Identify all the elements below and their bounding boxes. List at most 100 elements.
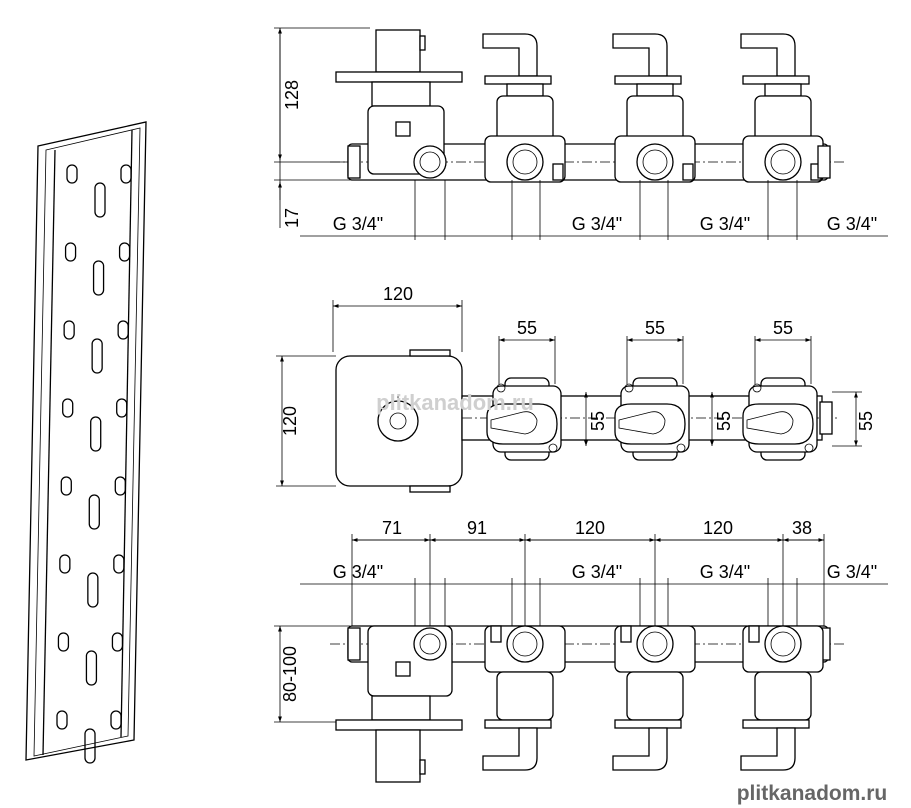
tap-lever xyxy=(742,403,814,445)
rail-slot xyxy=(90,416,102,452)
top-thread-label-3: G 3/4" xyxy=(700,214,750,234)
tap-port-inner xyxy=(770,631,796,657)
tap-nut xyxy=(490,625,502,643)
screw xyxy=(496,383,506,393)
tap-nut xyxy=(748,625,760,643)
rail-slot xyxy=(87,572,99,608)
rail-slot xyxy=(84,728,96,764)
rail-slot xyxy=(59,554,71,574)
tap-nut xyxy=(620,625,632,643)
rail-slot xyxy=(117,320,129,340)
rail-slot xyxy=(113,554,125,574)
tap-port xyxy=(506,143,544,181)
tap-port xyxy=(764,625,802,663)
rail-slot xyxy=(56,710,68,730)
tap-collar xyxy=(636,83,674,97)
bot-spacing-label-4: 120 xyxy=(703,518,733,538)
rail-slots xyxy=(56,164,132,764)
tap-body xyxy=(754,671,812,721)
bot-spacing-label-1: 71 xyxy=(382,518,402,538)
tap-rosette xyxy=(742,75,810,85)
tap-port xyxy=(636,625,674,663)
bot-spacing-label-3: 120 xyxy=(575,518,605,538)
mid-side-label-2: 55 xyxy=(714,411,734,431)
screw xyxy=(676,443,686,453)
tap-rosette xyxy=(484,75,552,85)
bot-thread-label-2: G 3/4" xyxy=(572,562,622,582)
bot-spacing-label-5: 38 xyxy=(792,518,812,538)
depth-label: 80-100 xyxy=(280,646,300,702)
rail-slot xyxy=(63,320,75,340)
top-view: 128 17 G 3/4" G 3/4" G 3/4" G 3/4" xyxy=(274,27,888,240)
rail-slot xyxy=(111,632,124,652)
rail-slot xyxy=(110,710,122,730)
screw xyxy=(548,443,558,453)
bot-thread-label-4: G 3/4" xyxy=(827,562,877,582)
screw xyxy=(752,383,762,393)
tap-lever xyxy=(486,403,558,445)
tap-port-inner xyxy=(512,631,538,657)
bottom-view: 71 91 120 120 38 G 3/4" G 3/4" G 3/4" G … xyxy=(274,518,888,783)
tap-handle xyxy=(612,727,668,771)
tap-lever-inner xyxy=(490,411,538,435)
tap-port-inner xyxy=(512,149,538,175)
bot-thread-label-3: G 3/4" xyxy=(700,562,750,582)
dim-17: 17 xyxy=(282,208,302,228)
tap-rosette xyxy=(614,75,682,85)
mid-spacing-label-3: 55 xyxy=(773,318,793,338)
tap-collar xyxy=(764,83,802,97)
mid-spacing-label-2: 55 xyxy=(645,318,665,338)
bot-spacing-label-2: 91 xyxy=(467,518,487,538)
middle-view: 120 120 55 55 55 55 55 55 plitkanadom.ru xyxy=(276,284,876,493)
top-thread-label-4: G 3/4" xyxy=(827,214,877,234)
mounting-rail xyxy=(25,121,147,764)
watermark-center: plitkanadom.ru xyxy=(376,390,534,415)
rail-slot xyxy=(114,476,126,496)
tap-port-inner xyxy=(642,149,668,175)
rail-slot xyxy=(60,476,72,496)
dim-128: 128 xyxy=(282,80,302,110)
tap-rosette xyxy=(614,719,682,729)
tap-rosette xyxy=(742,719,810,729)
rail-slot xyxy=(64,242,77,262)
plate-height-label: 120 xyxy=(280,406,300,436)
rail-slot xyxy=(92,260,105,296)
tap-handle xyxy=(740,727,796,771)
screw xyxy=(804,443,814,453)
bot-thread-label-1: G 3/4" xyxy=(333,562,383,582)
mid-side-label-1: 55 xyxy=(588,411,608,431)
tap-port-inner xyxy=(642,631,668,657)
rail-slot xyxy=(118,242,131,262)
rail-slot xyxy=(85,650,98,686)
tap-handle xyxy=(482,727,538,771)
tap-lever-inner xyxy=(618,411,666,435)
tap-handle xyxy=(482,33,538,77)
tap-lever-inner xyxy=(746,411,794,435)
screw xyxy=(624,383,634,393)
tap-port-inner xyxy=(770,149,796,175)
plate-width-label: 120 xyxy=(383,284,413,304)
rail-slot xyxy=(62,398,74,418)
rail-slot xyxy=(120,164,132,184)
tap-collar xyxy=(506,83,544,97)
tap-port xyxy=(506,625,544,663)
mid-spacing-label-1: 55 xyxy=(517,318,537,338)
rail-slot xyxy=(94,182,106,218)
tap-nut xyxy=(682,163,694,181)
tap-handle xyxy=(612,33,668,77)
rail-slot xyxy=(91,338,103,374)
rail-slot xyxy=(57,632,70,652)
tap-rosette xyxy=(484,719,552,729)
rail-slot xyxy=(88,494,100,530)
tap-handle xyxy=(740,33,796,77)
tap-port xyxy=(764,143,802,181)
tap-nut xyxy=(552,163,564,181)
tap-port xyxy=(636,143,674,181)
rail-slot xyxy=(66,164,78,184)
mid-side-label-3: 55 xyxy=(856,411,876,431)
tap-lever xyxy=(614,403,686,445)
rail-slot xyxy=(116,398,128,418)
tap-body xyxy=(496,671,554,721)
top-thread-label-2: G 3/4" xyxy=(572,214,622,234)
